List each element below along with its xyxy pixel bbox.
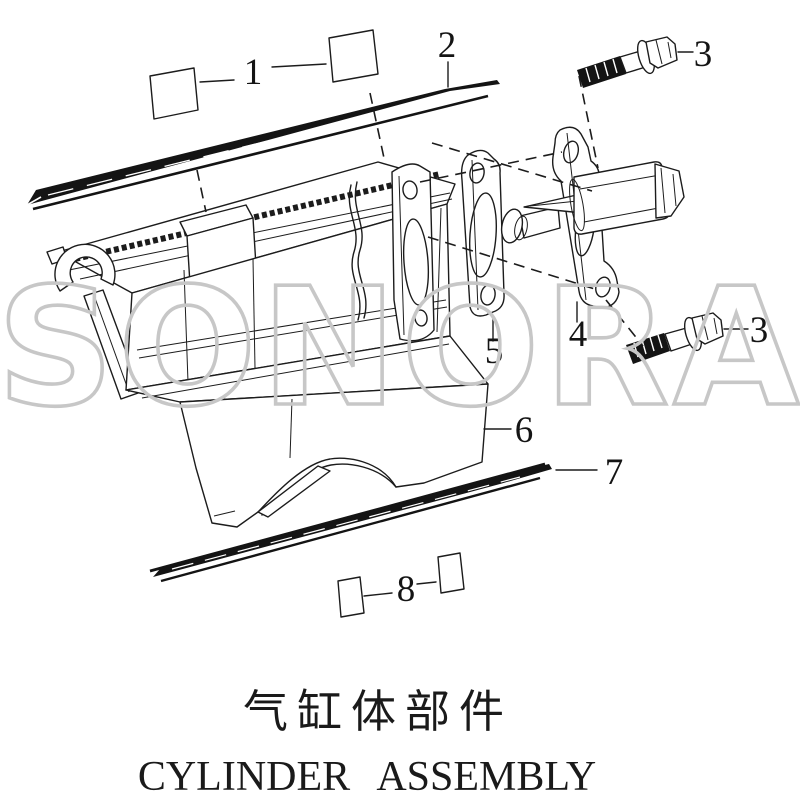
callout-7: 7 — [605, 452, 624, 493]
tensioner-gasket — [460, 149, 505, 317]
callout-6: 6 — [515, 410, 534, 451]
base-gasket — [149, 462, 552, 583]
leader-lines — [199, 51, 749, 597]
callout-3-upper: 3 — [694, 34, 713, 75]
callout-2: 2 — [438, 25, 457, 66]
sonora-watermark: SONORA — [0, 254, 800, 443]
dashed-leader-lines — [196, 75, 644, 347]
callout-5: 5 — [485, 331, 504, 372]
callout-1: 1 — [244, 52, 263, 93]
callout-8: 8 — [397, 569, 416, 610]
head-gasket — [26, 80, 500, 211]
cam-chain-tensioner — [500, 126, 685, 309]
callout-4: 4 — [569, 314, 588, 355]
title-english: CYLINDER ASSEMBLY — [138, 754, 596, 800]
flange-bolt-lower — [626, 312, 724, 364]
dowel-pins-bottom — [337, 552, 465, 618]
title-chinese: 气缸体部件 — [243, 685, 513, 738]
cylinder-body — [46, 161, 489, 528]
flange-bolt-upper — [577, 36, 678, 88]
dowel-pins-top — [149, 29, 379, 120]
callout-3-lower: 3 — [750, 310, 769, 351]
